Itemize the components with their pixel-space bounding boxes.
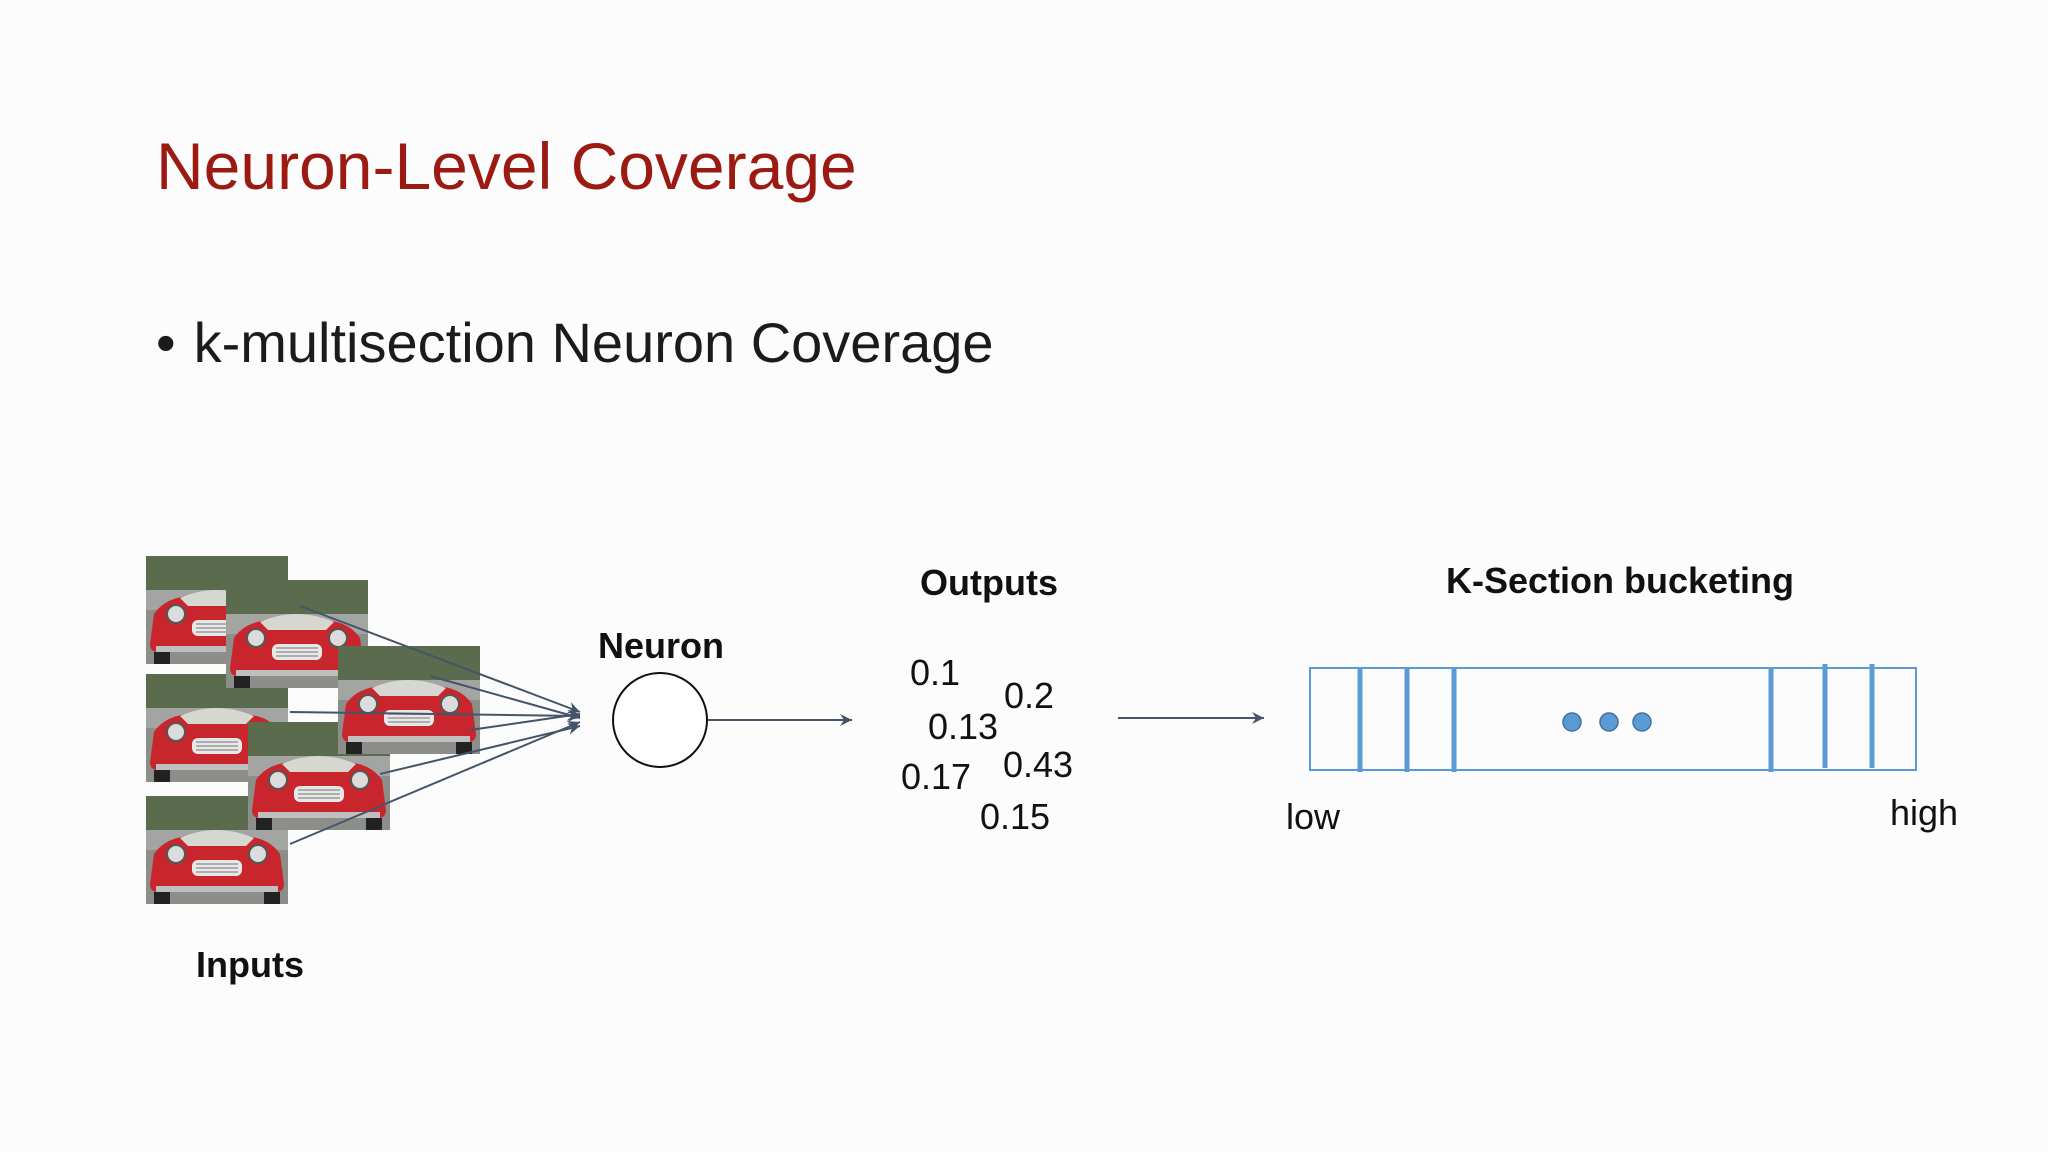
bullet-text: k-multisection Neuron Coverage (193, 311, 994, 374)
neuron-node (612, 672, 708, 768)
input-arrows (289, 605, 581, 845)
ellipsis-dot-3 (1632, 712, 1652, 732)
output-value-3: 0.13 (928, 706, 999, 747)
output-value-5: 0.43 (1003, 744, 1074, 785)
high-label: high (1890, 792, 1959, 833)
input-arrow-4 (289, 721, 581, 845)
bucket-bar (1309, 667, 1917, 771)
bullet-dot: • (156, 311, 176, 374)
low-label: low (1286, 796, 1341, 837)
bullet-item: • k-multisection Neuron Coverage (156, 310, 994, 375)
input-images (145, 555, 481, 905)
inputs-label: Inputs (196, 944, 304, 985)
output-value-6: 0.15 (980, 796, 1051, 837)
ellipsis-dot-1 (1562, 712, 1582, 732)
input-arrow-6 (469, 709, 581, 731)
input-arrow-3 (429, 675, 581, 721)
ellipsis-dots (1562, 712, 1652, 732)
ellipsis-dot-2 (1599, 712, 1619, 732)
input-image-6 (337, 645, 481, 755)
input-arrow-1 (299, 605, 581, 714)
bucket-dividers (1357, 664, 1875, 772)
output-value-2: 0.2 (1004, 675, 1055, 716)
input-arrow-2 (289, 709, 581, 722)
output-value-1: 0.1 (910, 652, 961, 693)
slide-title: Neuron-Level Coverage (156, 129, 857, 203)
neuron-label: Neuron (598, 625, 724, 666)
bucketing-label: K-Section bucketing (1446, 560, 1795, 601)
output-value-4: 0.17 (901, 756, 972, 797)
input-arrow-5 (379, 722, 581, 775)
outputs-label: Outputs (920, 562, 1058, 603)
